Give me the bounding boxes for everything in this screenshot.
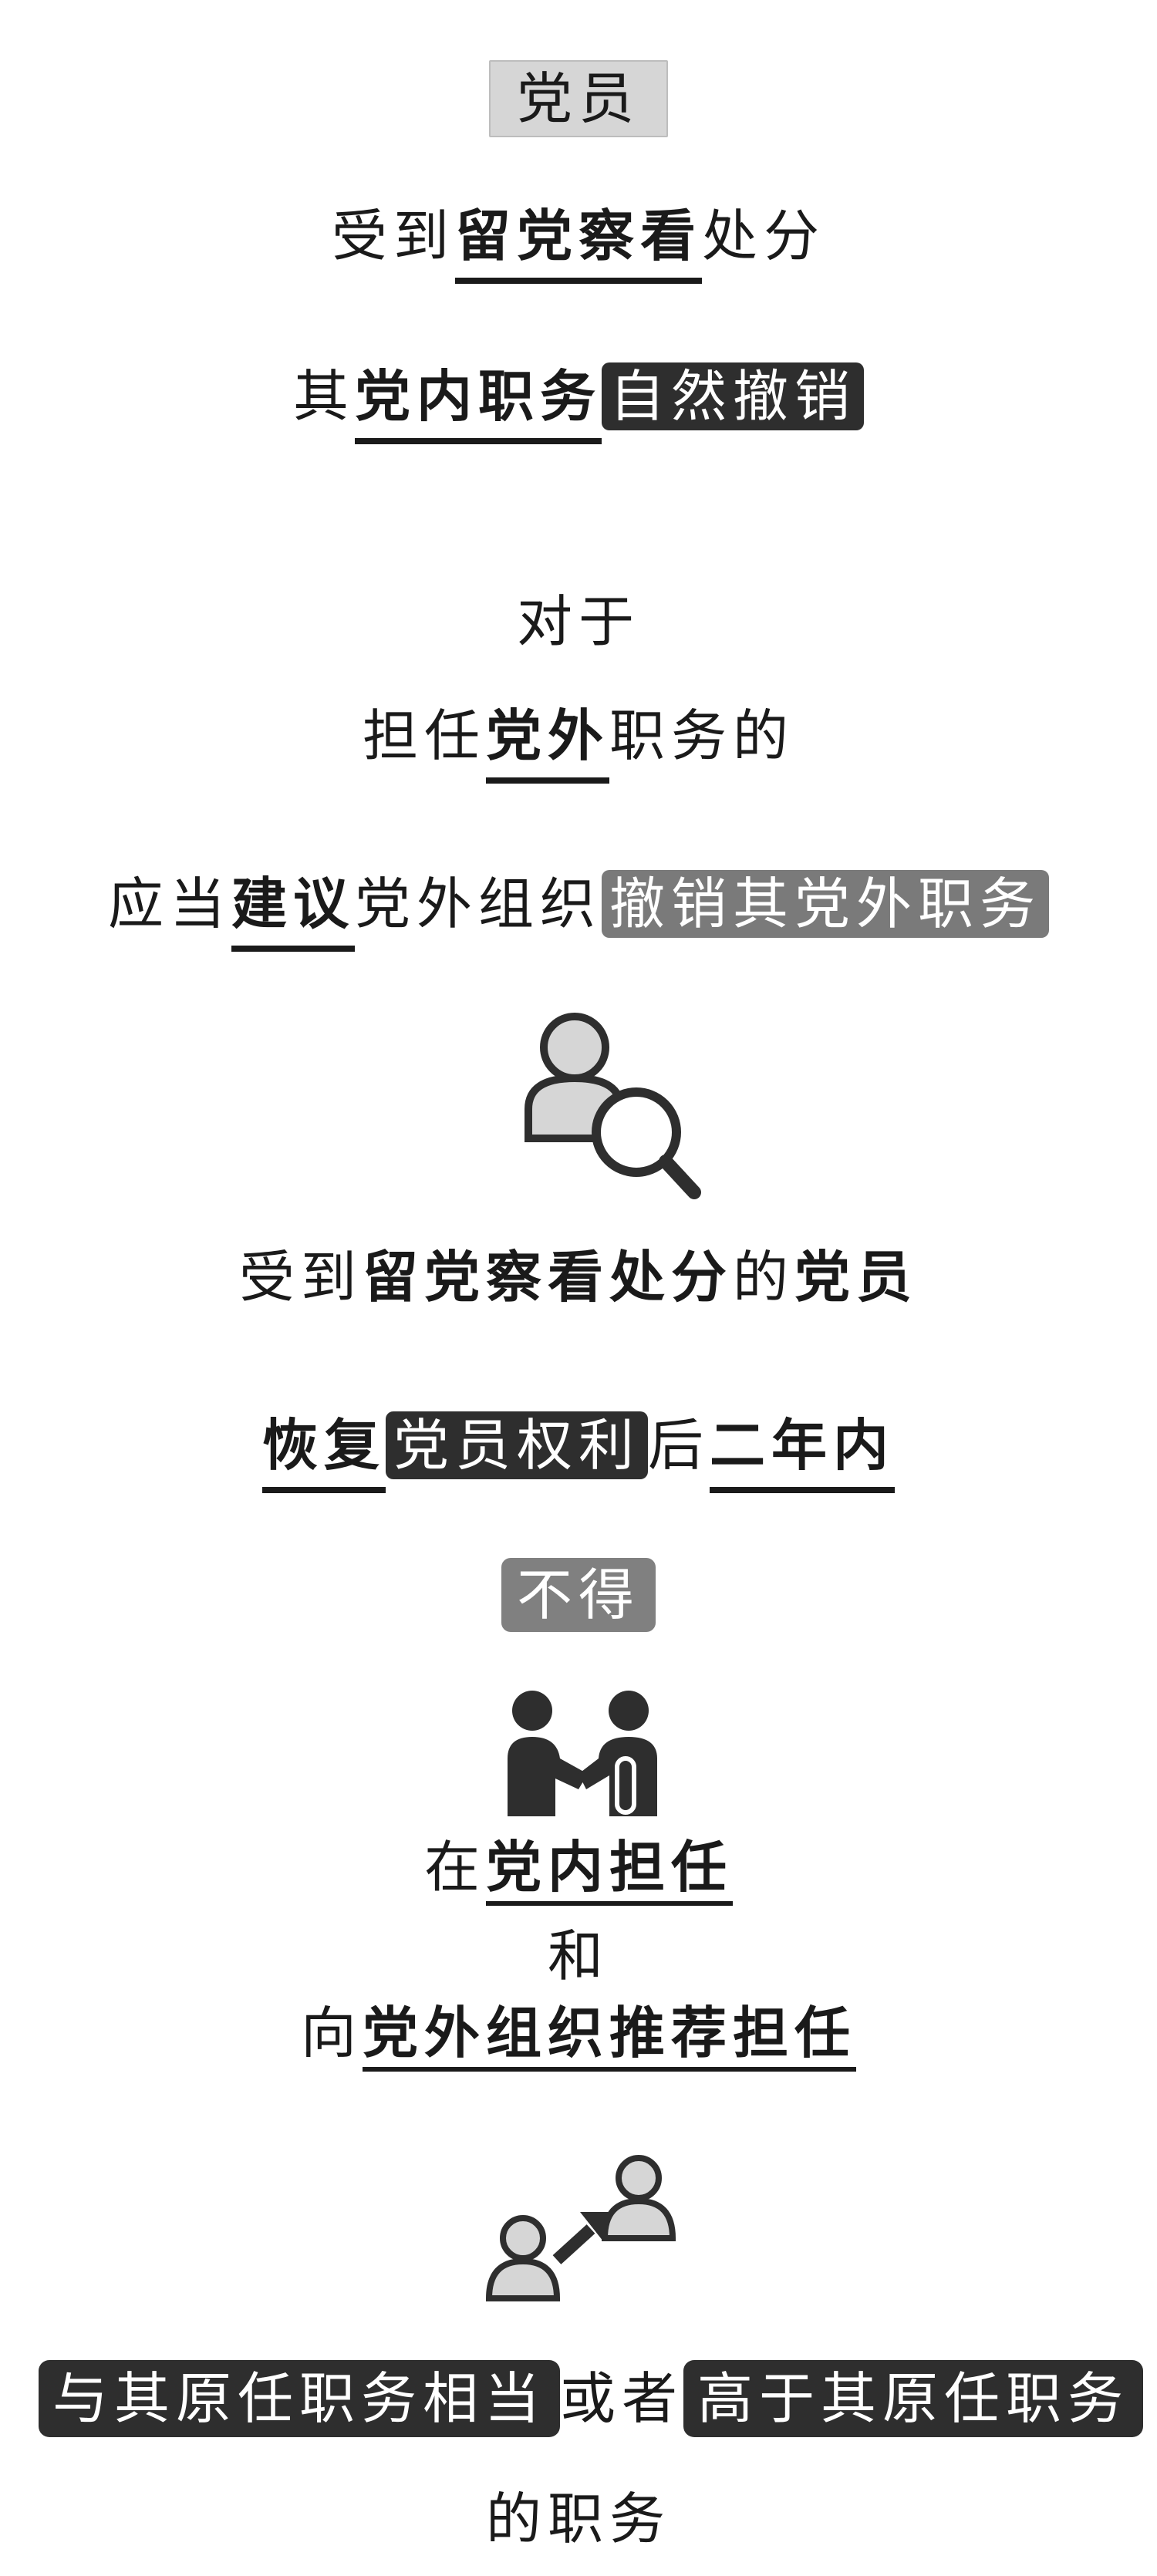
party-member-tag: 党员 — [488, 60, 668, 137]
section2-line2: 担任 党外 职务的 — [0, 703, 1157, 784]
section5-line1: 与其原任职务相当 或者 高于其原任职务 — [0, 2360, 1157, 2437]
promotion-icon — [485, 2155, 676, 2301]
text-a-highlight: 与其原任职务相当 — [39, 2360, 561, 2437]
text-b: 留党察看处分 — [362, 1245, 733, 1310]
text-b-highlight: 党员权利 — [385, 1411, 648, 1479]
text-c: 后 — [648, 1413, 710, 1478]
section1-line1: 受到 留党察看 处分 — [0, 204, 1157, 284]
text-b-underlined: 党外组织推荐担任 — [363, 2001, 857, 2072]
text-b-underlined: 党外 — [485, 703, 610, 784]
text-a: 受到 — [238, 1245, 363, 1310]
section4-line1: 在 党内担任 — [0, 1835, 1157, 1906]
text-b-underlined: 党内职务 — [354, 364, 602, 444]
section3-tag-row: 不得 — [0, 1558, 1157, 1632]
handshake-icon — [508, 1691, 657, 1816]
text-a: 担任 — [362, 703, 486, 768]
text-b-underlined: 留党察看 — [454, 204, 703, 284]
text-a-underlined: 恢复 — [261, 1413, 386, 1493]
text-c: 处分 — [702, 204, 826, 268]
text-a: 受到 — [331, 204, 455, 268]
section1-tag-row: 党员 — [0, 60, 1157, 137]
section1-line2: 其 党内职务 自然撤销 — [0, 362, 1157, 444]
text-a: 向 — [300, 2001, 363, 2065]
section3-line2: 恢复 党员权利 后 二年内 — [0, 1411, 1157, 1493]
text-a: 其 — [292, 364, 355, 429]
text-a: 在 — [423, 1835, 486, 1900]
person-search-icon — [525, 1013, 701, 1199]
text-c: 的 — [733, 1245, 795, 1310]
section4-line3: 向 党外组织推荐担任 — [0, 2001, 1157, 2072]
text-c-highlight: 自然撤销 — [602, 362, 865, 430]
text-b: 或者 — [560, 2366, 684, 2431]
text-d-underlined: 二年内 — [710, 1413, 896, 1493]
text-b-underlined: 党内担任 — [486, 1835, 734, 1906]
text-d-highlight: 撤销其党外职务 — [602, 870, 1050, 938]
text-d: 党员 — [794, 1245, 919, 1310]
section2-line3: 应当 建议 党外组织 撤销其党外职务 — [0, 870, 1157, 952]
text-b-underlined: 建议 — [231, 872, 356, 952]
section4-line2: 和 — [547, 1924, 609, 1988]
text-c: 党外组织 — [355, 872, 602, 936]
text-a: 应当 — [107, 872, 231, 936]
text-c-highlight: 高于其原任职务 — [683, 2360, 1144, 2437]
section5-line2: 的职务 — [485, 2487, 671, 2551]
section2-line1: 对于 — [516, 589, 640, 654]
text-c: 职务的 — [609, 703, 795, 768]
prohibited-tag: 不得 — [501, 1558, 656, 1632]
section3-line1: 受到 留党察看处分 的 党员 — [0, 1249, 1157, 1305]
